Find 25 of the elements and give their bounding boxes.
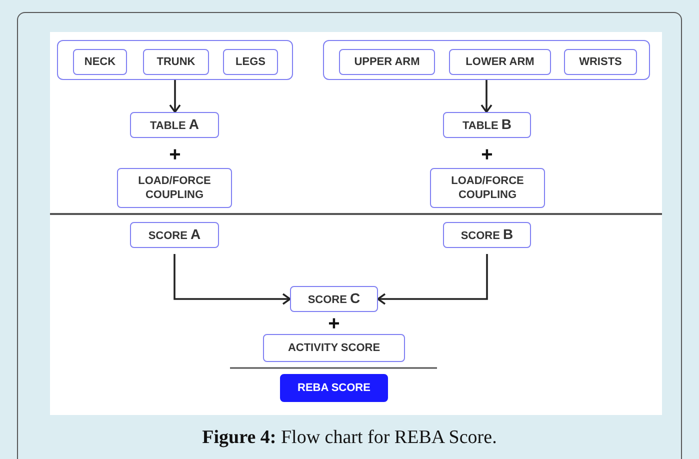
process-box: SCORE C: [290, 286, 378, 312]
arrow: [480, 80, 492, 113]
process-box: TABLE B: [443, 112, 531, 138]
arrow: [174, 254, 291, 305]
process-box: ACTIVITY SCORE: [263, 334, 405, 362]
process-box: LOWER ARM: [449, 49, 551, 75]
figure-caption: Figure 4: Flow chart for REBA Score.: [201, 426, 498, 450]
process-box: SCORE B: [443, 222, 531, 248]
group-box: [323, 40, 650, 80]
group-box: [57, 40, 293, 80]
plus-sign: +: [481, 145, 493, 165]
plus-sign: +: [169, 145, 181, 165]
process-box: LEGS: [223, 49, 278, 75]
arrow: [169, 80, 181, 113]
process-box: NECK: [73, 49, 127, 75]
process-box: UPPER ARM: [339, 49, 435, 75]
process-box: TRUNK: [143, 49, 209, 75]
process-box: LOAD/FORCE COUPLING: [117, 168, 232, 208]
process-box: WRISTS: [564, 49, 637, 75]
process-box: LOAD/FORCE COUPLING: [430, 168, 545, 208]
arrow: [377, 254, 488, 305]
process-box: TABLE A: [130, 112, 219, 138]
plus-sign: +: [328, 314, 340, 334]
result-box: REBA SCORE: [280, 374, 388, 402]
process-box: SCORE A: [130, 222, 219, 248]
